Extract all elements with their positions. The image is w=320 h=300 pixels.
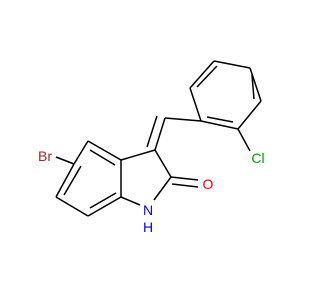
bond <box>55 196 89 217</box>
bond <box>73 140 89 165</box>
bond <box>63 165 82 196</box>
bond <box>87 196 122 217</box>
bond <box>213 60 251 69</box>
bond <box>196 65 218 88</box>
bond <box>171 183 199 188</box>
bond <box>55 156 75 165</box>
atom-label-cl: Cl <box>251 150 264 166</box>
bond <box>237 128 251 152</box>
atom-label-br: Br <box>38 148 52 164</box>
bond <box>170 176 199 181</box>
bond <box>249 67 262 102</box>
atom-label-o: O <box>203 176 214 192</box>
molecule-structure: Br Cl O N H <box>38 60 265 235</box>
bond <box>189 87 202 122</box>
bond <box>146 115 158 148</box>
bond <box>153 176 172 201</box>
bond <box>89 149 116 166</box>
bond <box>55 163 75 198</box>
bond <box>164 117 202 122</box>
bond <box>120 196 141 206</box>
bond <box>154 149 172 178</box>
bond <box>206 116 234 123</box>
bond <box>200 120 239 130</box>
atom-labels: Br Cl O N H <box>38 148 265 235</box>
bond <box>189 60 215 89</box>
bond <box>237 100 262 130</box>
atom-label-n: N <box>143 202 153 218</box>
bond <box>120 149 156 161</box>
bonds <box>55 60 262 217</box>
bond <box>251 74 255 100</box>
bond <box>87 140 122 161</box>
bond <box>154 117 166 151</box>
atom-label-h: H <box>143 219 153 235</box>
bond <box>89 192 117 209</box>
